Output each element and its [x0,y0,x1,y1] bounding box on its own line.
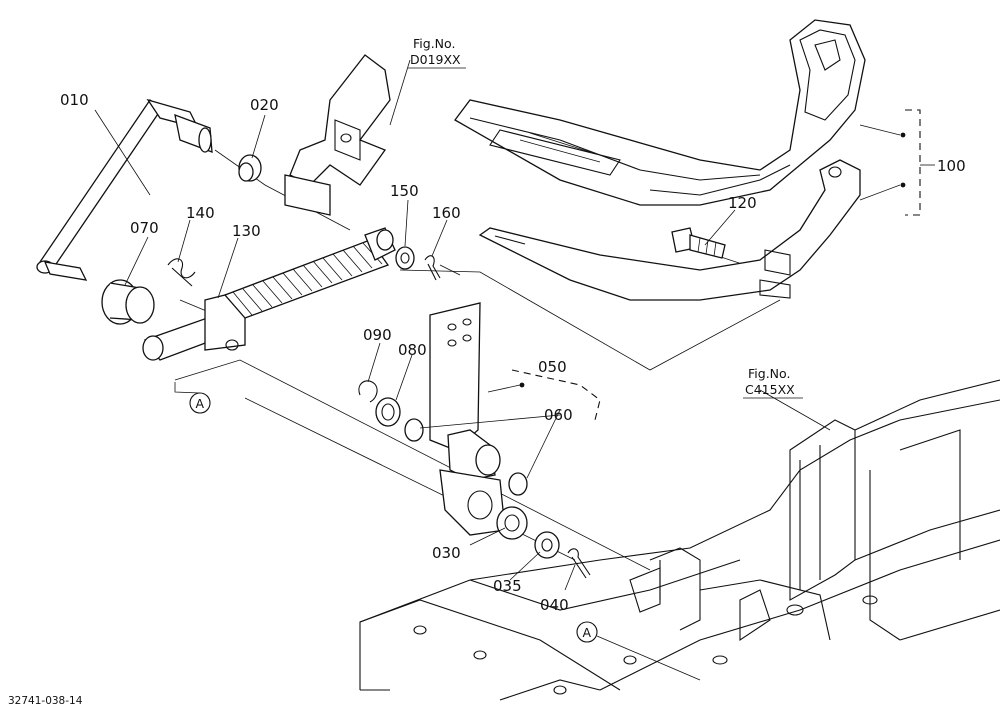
group-bracket-100 [900,109,935,216]
part-150-washer [395,246,415,270]
label-130: 130 [232,222,261,240]
frame-chassis [359,379,1000,701]
drawing-code: 32741-038-14 [8,695,83,707]
fig-ref-top-code: D019XX [410,52,461,67]
label-050: 050 [538,358,567,376]
marker-a-right: A [576,621,701,681]
label-035: 035 [493,577,522,595]
part-100-pedal [454,19,866,301]
label-070: 070 [130,219,159,237]
label-160: 160 [432,204,461,222]
spring-coils [223,239,390,319]
label-020: 020 [250,96,279,114]
axis-lines [174,149,781,571]
part-090-snap-ring [358,380,378,403]
top-bracket [284,54,391,216]
marker-a-right-text: A [583,625,592,640]
part-030-washer [496,506,528,540]
label-060: 060 [544,406,573,424]
part-020-bushing [238,154,262,182]
label-150: 150 [390,182,419,200]
fig-ref-right-title: Fig.No. [748,366,790,381]
label-140: 140 [186,204,215,222]
marker-a-left-text: A [196,396,205,411]
label-leaders [94,59,901,591]
marker-a-left: A [174,382,211,414]
part-120-bolt [671,227,726,259]
label-030: 030 [432,544,461,562]
label-100: 100 [937,157,966,175]
part-160-pin [424,255,441,281]
label-080: 080 [398,341,427,359]
label-040: 040 [540,596,569,614]
part-010-crank-arm [36,98,213,281]
part-050-lever [429,302,506,536]
part-070-roller [101,279,155,325]
fig-ref-top-title: Fig.No. [413,36,455,51]
label-120: 120 [728,194,757,212]
label-090: 090 [363,326,392,344]
part-060-bushing [404,418,528,496]
part-130-spring-shaft [142,227,396,361]
part-035-washer [534,531,560,559]
fig-ref-right-code: C415XX [745,382,795,397]
group-bracket-050 [511,369,601,421]
part-140-clip [167,258,196,287]
label-010: 010 [60,91,89,109]
part-080-washer [375,397,401,427]
part-040-pin [567,548,591,579]
